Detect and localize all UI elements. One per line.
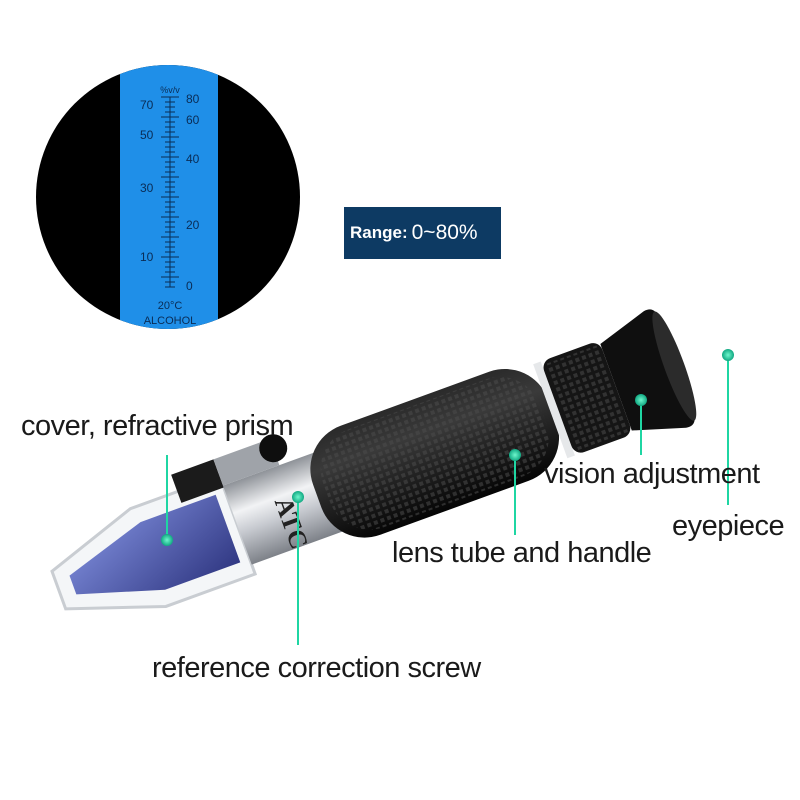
scale-right-tick-label: 60: [186, 113, 200, 127]
callout-dot-vision: [635, 394, 647, 406]
refractive-prism: [69, 494, 241, 595]
prism-cover: [50, 459, 258, 611]
scale-left-tick-label: 50: [140, 128, 154, 142]
scale-right-tick-label: 80: [186, 92, 200, 106]
callout-dots: [161, 349, 734, 546]
scale-left-tick-label: 70: [140, 98, 154, 112]
scale-left-tick-label: 30: [140, 181, 154, 195]
scale-temperature: 20°C: [158, 300, 183, 312]
scale-unit: %v/v: [160, 85, 180, 95]
label-vision-adjustment: vision adjustment: [544, 458, 760, 490]
eyepiece-cup: [600, 309, 695, 431]
handle-grip-texture: [320, 376, 549, 530]
range-badge: Range: 0~80%: [344, 207, 501, 259]
label-cover-refractive-prism: cover, refractive prism: [21, 410, 294, 442]
scale-right-tick-label: 20: [186, 218, 200, 232]
callout-dot-cover: [161, 534, 173, 546]
correction-screw: [259, 434, 288, 463]
callout-dot-screw: [292, 491, 304, 503]
scale-left-tick-label: 10: [140, 250, 154, 264]
label-reference-correction-screw: reference correction screw: [152, 652, 481, 684]
scale-right-tick-label: 0: [186, 279, 193, 293]
refractometer: ATC: [50, 309, 697, 611]
vision-ring-texture: [545, 345, 629, 451]
scale-name: ALCOHOL: [144, 315, 197, 327]
label-lens-tube-and-handle: lens tube and handle: [392, 537, 652, 569]
callouts: [166, 355, 729, 645]
scale-right-tick-label: 40: [186, 152, 200, 166]
cover-hinge: [171, 459, 224, 503]
callout-dot-eyepiece: [722, 349, 734, 361]
eyepiece-view: %v/v 70 50 30 10 80 60 40 20 0 20°C ALCO…: [36, 65, 300, 329]
scale-ruler: [161, 96, 179, 288]
callout-dot-lens: [509, 449, 521, 461]
label-eyepiece: eyepiece: [672, 510, 785, 542]
silver-ring: [533, 361, 575, 459]
range-value: 0~80%: [411, 221, 478, 244]
eyepiece-rim: [652, 311, 697, 421]
range-label: Range:: [350, 223, 408, 242]
